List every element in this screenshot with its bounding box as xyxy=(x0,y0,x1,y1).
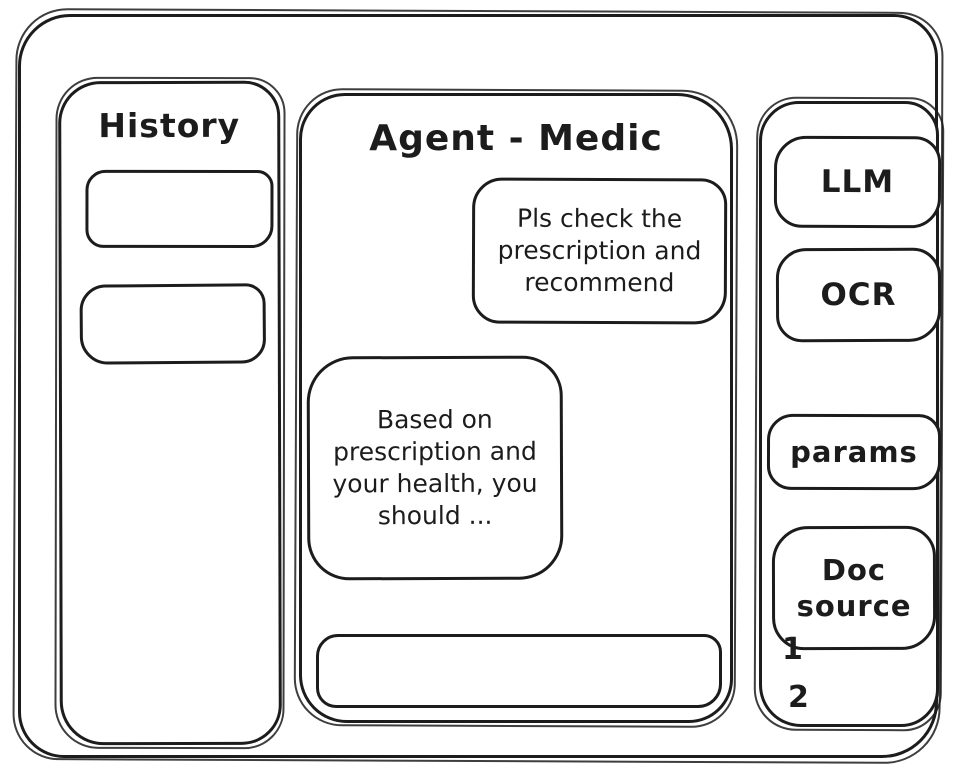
llm-button[interactable]: LLM xyxy=(773,135,942,229)
history-item[interactable] xyxy=(85,169,274,249)
history-panel: History xyxy=(58,80,282,746)
tools-panel: LLM OCR params Doc source 1 2 xyxy=(759,101,942,727)
history-item[interactable] xyxy=(79,283,267,365)
app-frame: History Agent - Medic Pls check the pres… xyxy=(18,14,942,758)
doc-source-item-2[interactable]: 2 xyxy=(788,680,809,715)
doc-source-item-1[interactable]: 1 xyxy=(782,632,803,667)
user-message-bubble: Pls check the prescription and recommend xyxy=(471,177,728,325)
chat-input[interactable] xyxy=(316,634,722,708)
ocr-button[interactable]: OCR xyxy=(775,247,942,343)
agent-message-bubble: Based on prescription and your health, y… xyxy=(306,355,564,581)
chat-title: Agent - Medic xyxy=(369,118,663,159)
chat-panel: Agent - Medic Pls check the prescription… xyxy=(299,93,733,723)
params-button[interactable]: params xyxy=(766,413,942,491)
history-title: History xyxy=(98,105,241,146)
